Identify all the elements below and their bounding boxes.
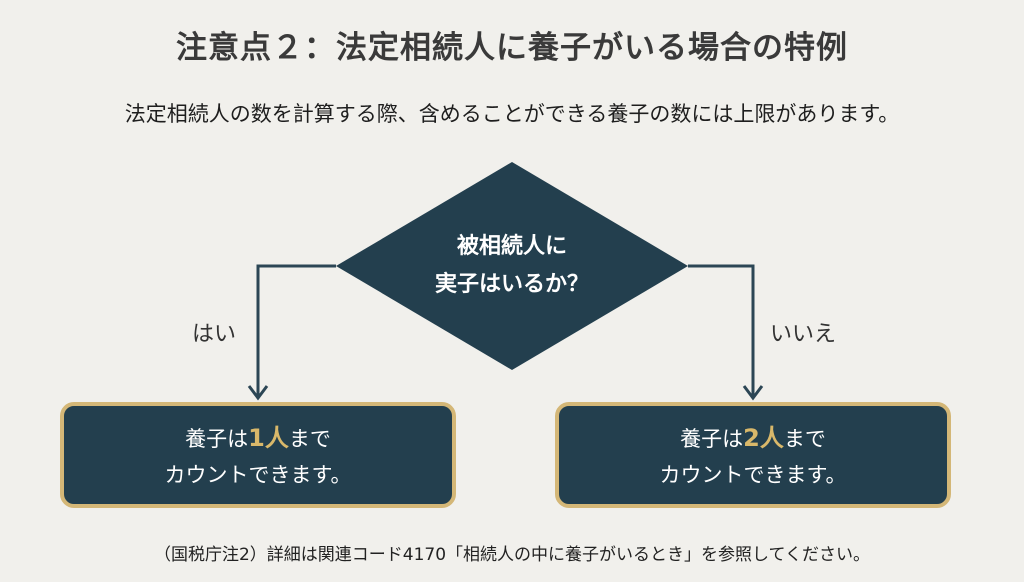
- no-connector: [688, 264, 755, 396]
- outcome-no-suffix: まで: [783, 427, 826, 451]
- outcome-box-yes: 養子は1人まで カウントできます。: [60, 402, 456, 508]
- outcome-yes-line-1: 養子は1人まで: [64, 420, 452, 457]
- yes-connector: [256, 264, 336, 396]
- outcome-yes-line-2: カウントできます。: [164, 463, 352, 487]
- yes-label: はい: [192, 322, 237, 347]
- no-label: いいえ: [770, 322, 837, 347]
- no-arrowhead-icon: [742, 385, 764, 401]
- decision-line-2: 実子はいるか？: [434, 272, 589, 297]
- outcome-box-no: 養子は2人まで カウントできます。: [555, 402, 951, 508]
- outcome-yes-count: 1人: [248, 424, 289, 452]
- outcome-no-prefix: 養子は: [680, 427, 744, 451]
- outcome-no-line-2: カウントできます。: [659, 463, 847, 487]
- page-title: 注意点２：法定相続人に養子がいる場合の特例: [176, 30, 848, 66]
- outcome-no-line-1: 養子は2人まで: [559, 420, 947, 457]
- outcome-yes-prefix: 養子は: [185, 427, 249, 451]
- decision-diamond: [336, 162, 688, 370]
- decision-text: 被相続人に 実子はいるか？: [392, 228, 632, 304]
- decision-line-1: 被相続人に: [456, 234, 567, 259]
- outcome-yes-suffix: まで: [288, 427, 331, 451]
- footnote: （国税庁注2）詳細は関連コード4170「相続人の中に養子がいるとき」を参照してく…: [153, 545, 871, 565]
- page-subtitle: 法定相続人の数を計算する際、含めることができる養子の数には上限があります。: [124, 102, 900, 126]
- yes-arrowhead-icon: [247, 385, 269, 401]
- outcome-no-count: 2人: [743, 424, 784, 452]
